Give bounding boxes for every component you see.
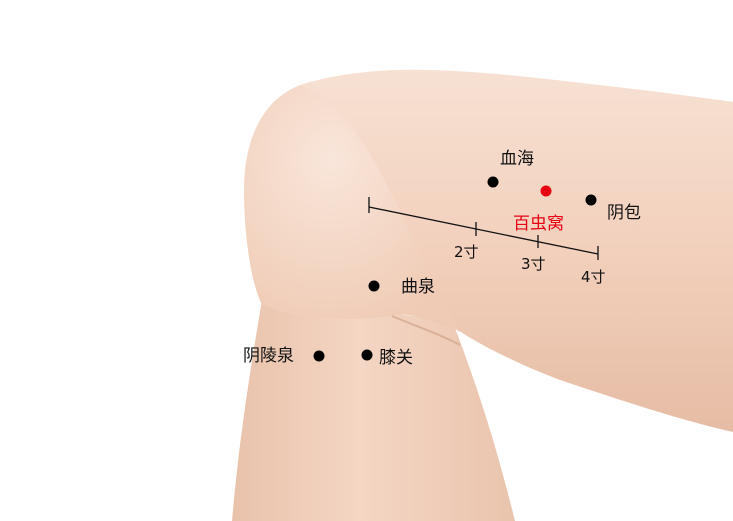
label-baichongwo: 百虫窝 <box>513 214 564 234</box>
knee-crease <box>391 315 461 346</box>
point-xiguan <box>361 349 373 361</box>
tick-label-4cun: 4寸 <box>581 268 606 286</box>
point-xuehai <box>487 176 499 188</box>
shin-shape <box>232 300 515 521</box>
knee-shape <box>244 85 460 332</box>
point-yinbao <box>585 194 597 206</box>
point-baichongwo <box>540 185 552 197</box>
label-xiguan: 膝关 <box>379 348 413 368</box>
tick-label-3cun: 3寸 <box>521 255 546 273</box>
label-yinbao: 阴包 <box>607 203 641 223</box>
thigh-shape <box>300 69 733 433</box>
label-xuehai: 血海 <box>500 149 534 169</box>
point-yinlingquan <box>313 350 325 362</box>
label-ququan: 曲泉 <box>401 277 435 297</box>
tick-label-2cun: 2寸 <box>454 243 479 261</box>
point-ququan <box>368 280 380 292</box>
label-yinlingquan: 阴陵泉 <box>243 346 294 366</box>
cun-ruler <box>368 197 599 260</box>
